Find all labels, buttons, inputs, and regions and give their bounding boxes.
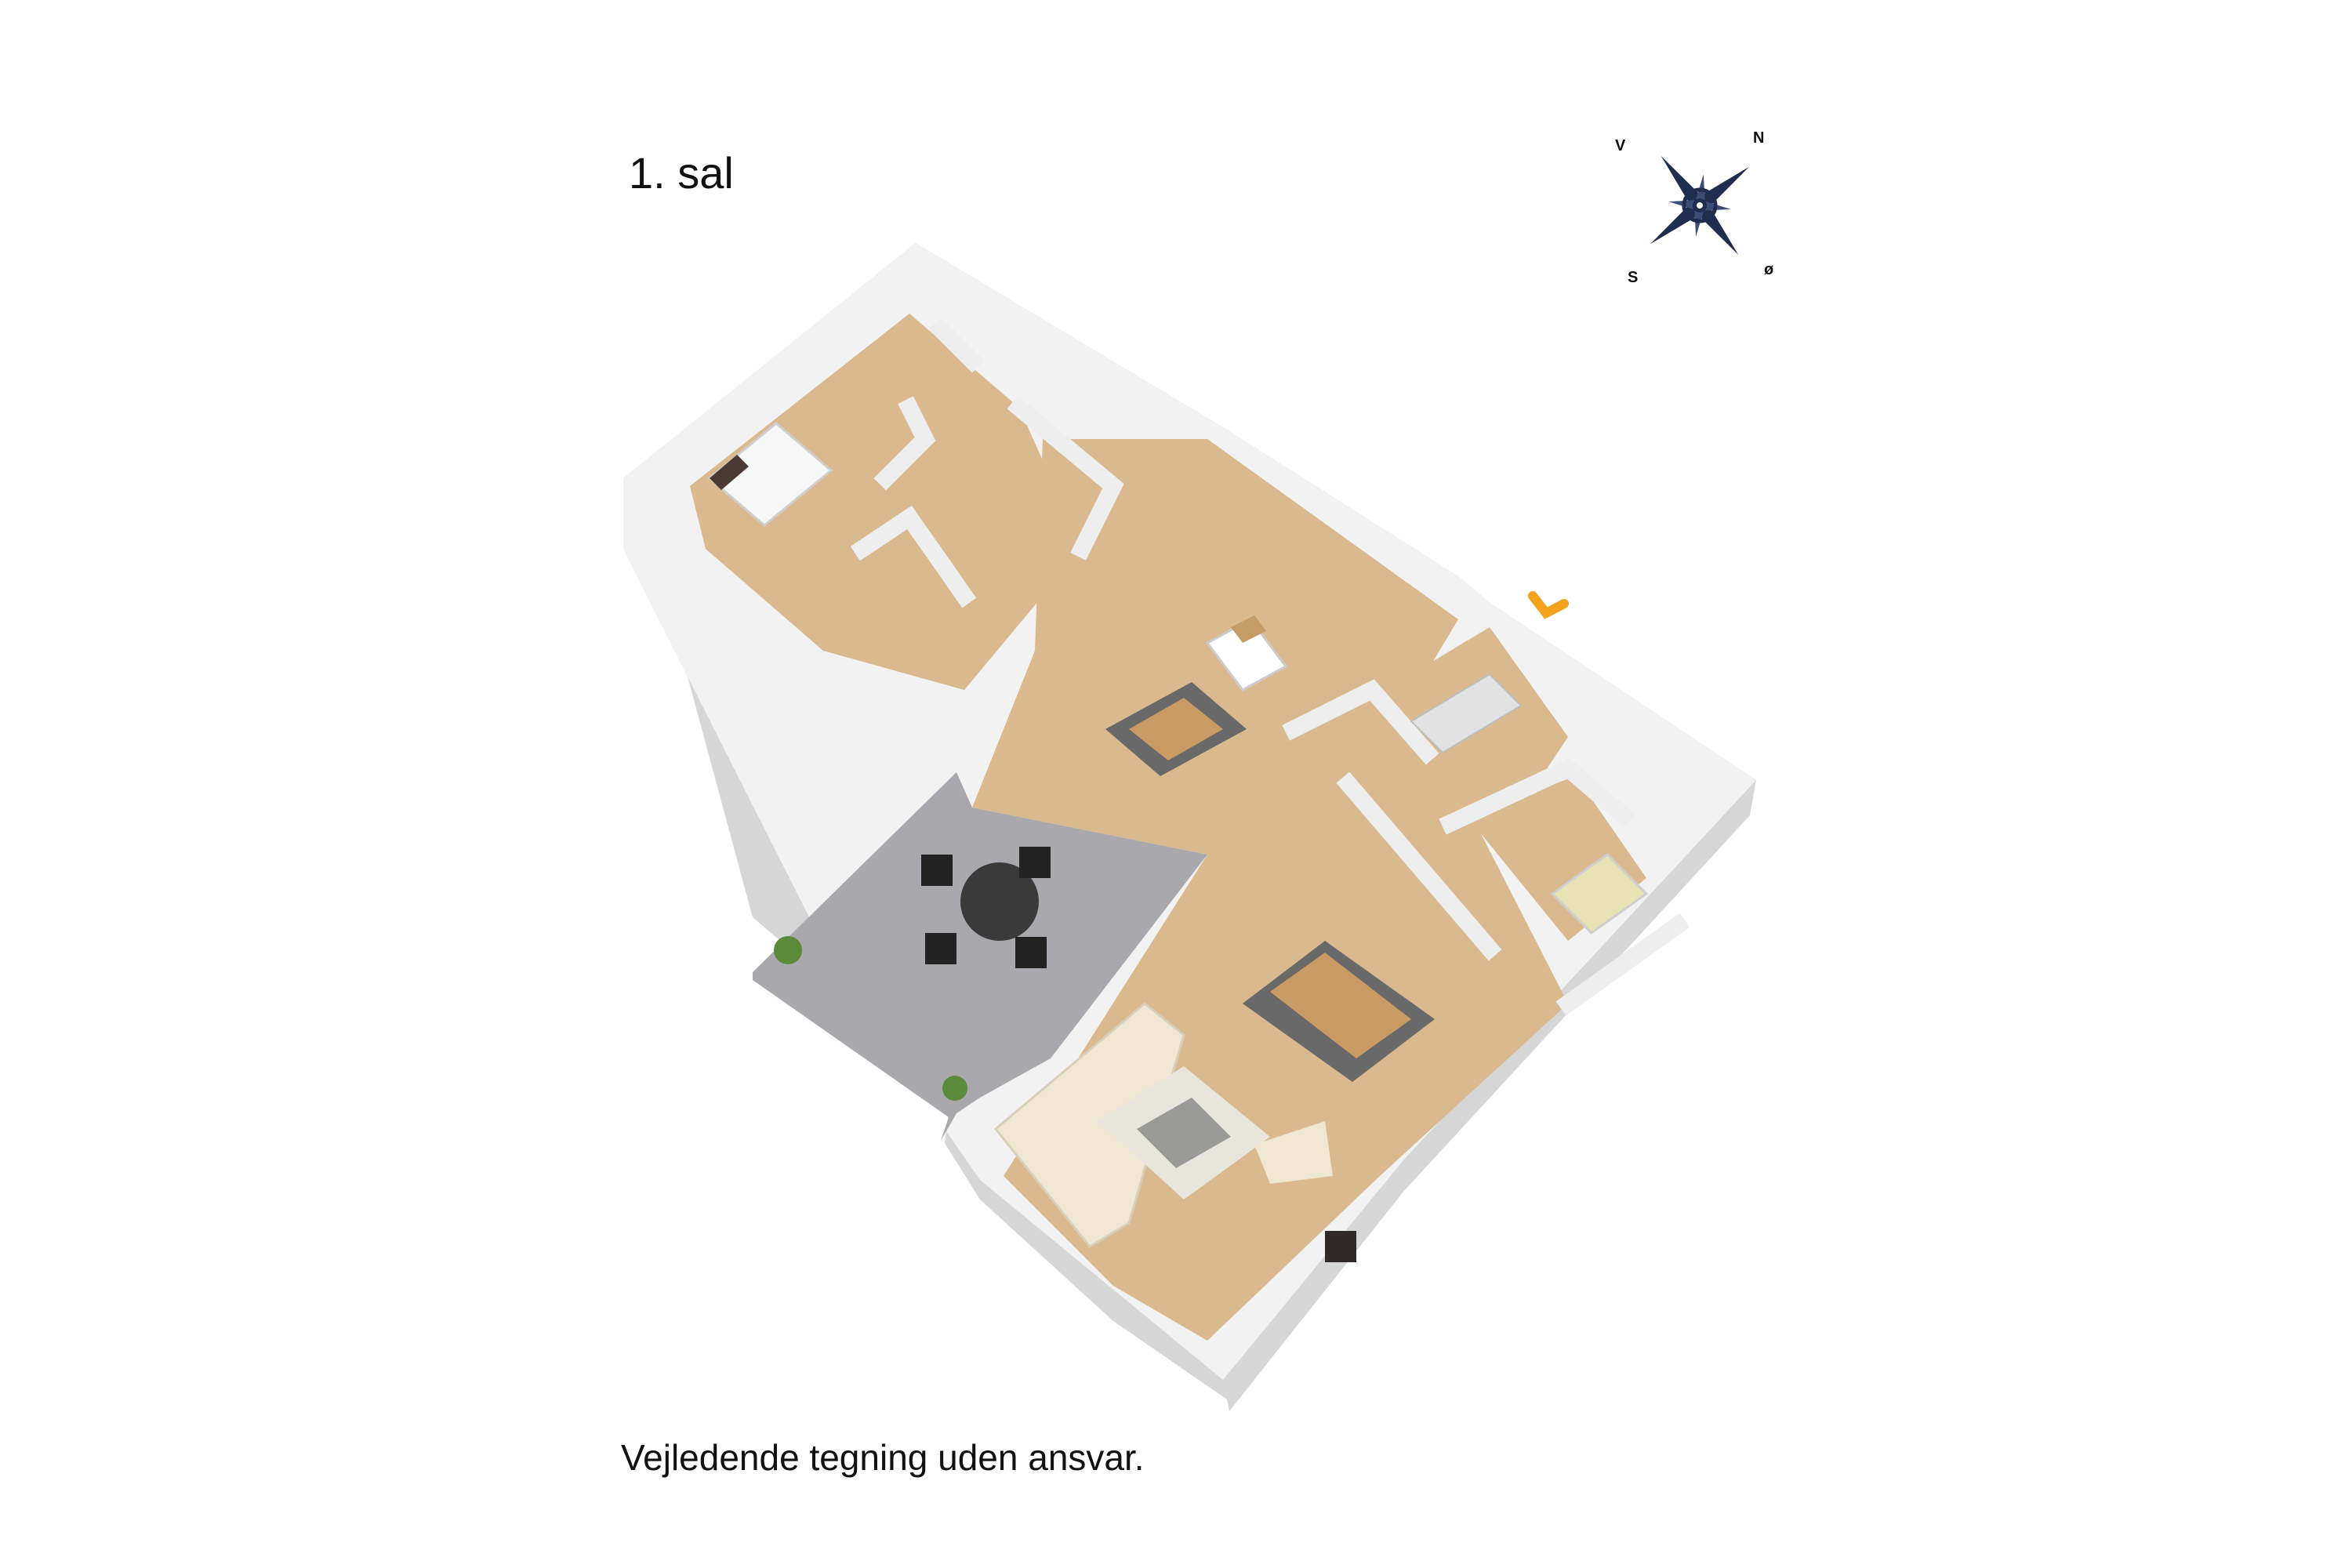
compass-rose-icon: N V S ø: [1615, 129, 1774, 286]
terrace-table: [921, 847, 1051, 968]
fireplace: [1325, 1231, 1356, 1262]
interior-walls: [850, 317, 1690, 1016]
dining-table-large: [1243, 941, 1435, 1082]
floor-title: 1. sal: [629, 148, 734, 198]
compass-label-s: S: [1628, 269, 1638, 286]
entrance-arrow-icon: [1528, 591, 1569, 619]
compass-label-v: V: [1615, 137, 1626, 154]
bed-small: [1550, 853, 1649, 935]
plant-icon: [774, 936, 967, 1101]
disclaimer: Vejledende tegning uden ansvar.: [621, 1437, 1145, 1478]
compass-label-n: N: [1753, 129, 1764, 147]
dining-table-small: [1105, 682, 1247, 776]
living-room-sofa: [993, 1002, 1333, 1248]
staircase: [1410, 673, 1523, 754]
bed: [707, 422, 833, 527]
terrace: [753, 772, 1207, 1141]
kitchen-island: [1205, 615, 1288, 691]
compass-label-o: ø: [1764, 261, 1774, 278]
